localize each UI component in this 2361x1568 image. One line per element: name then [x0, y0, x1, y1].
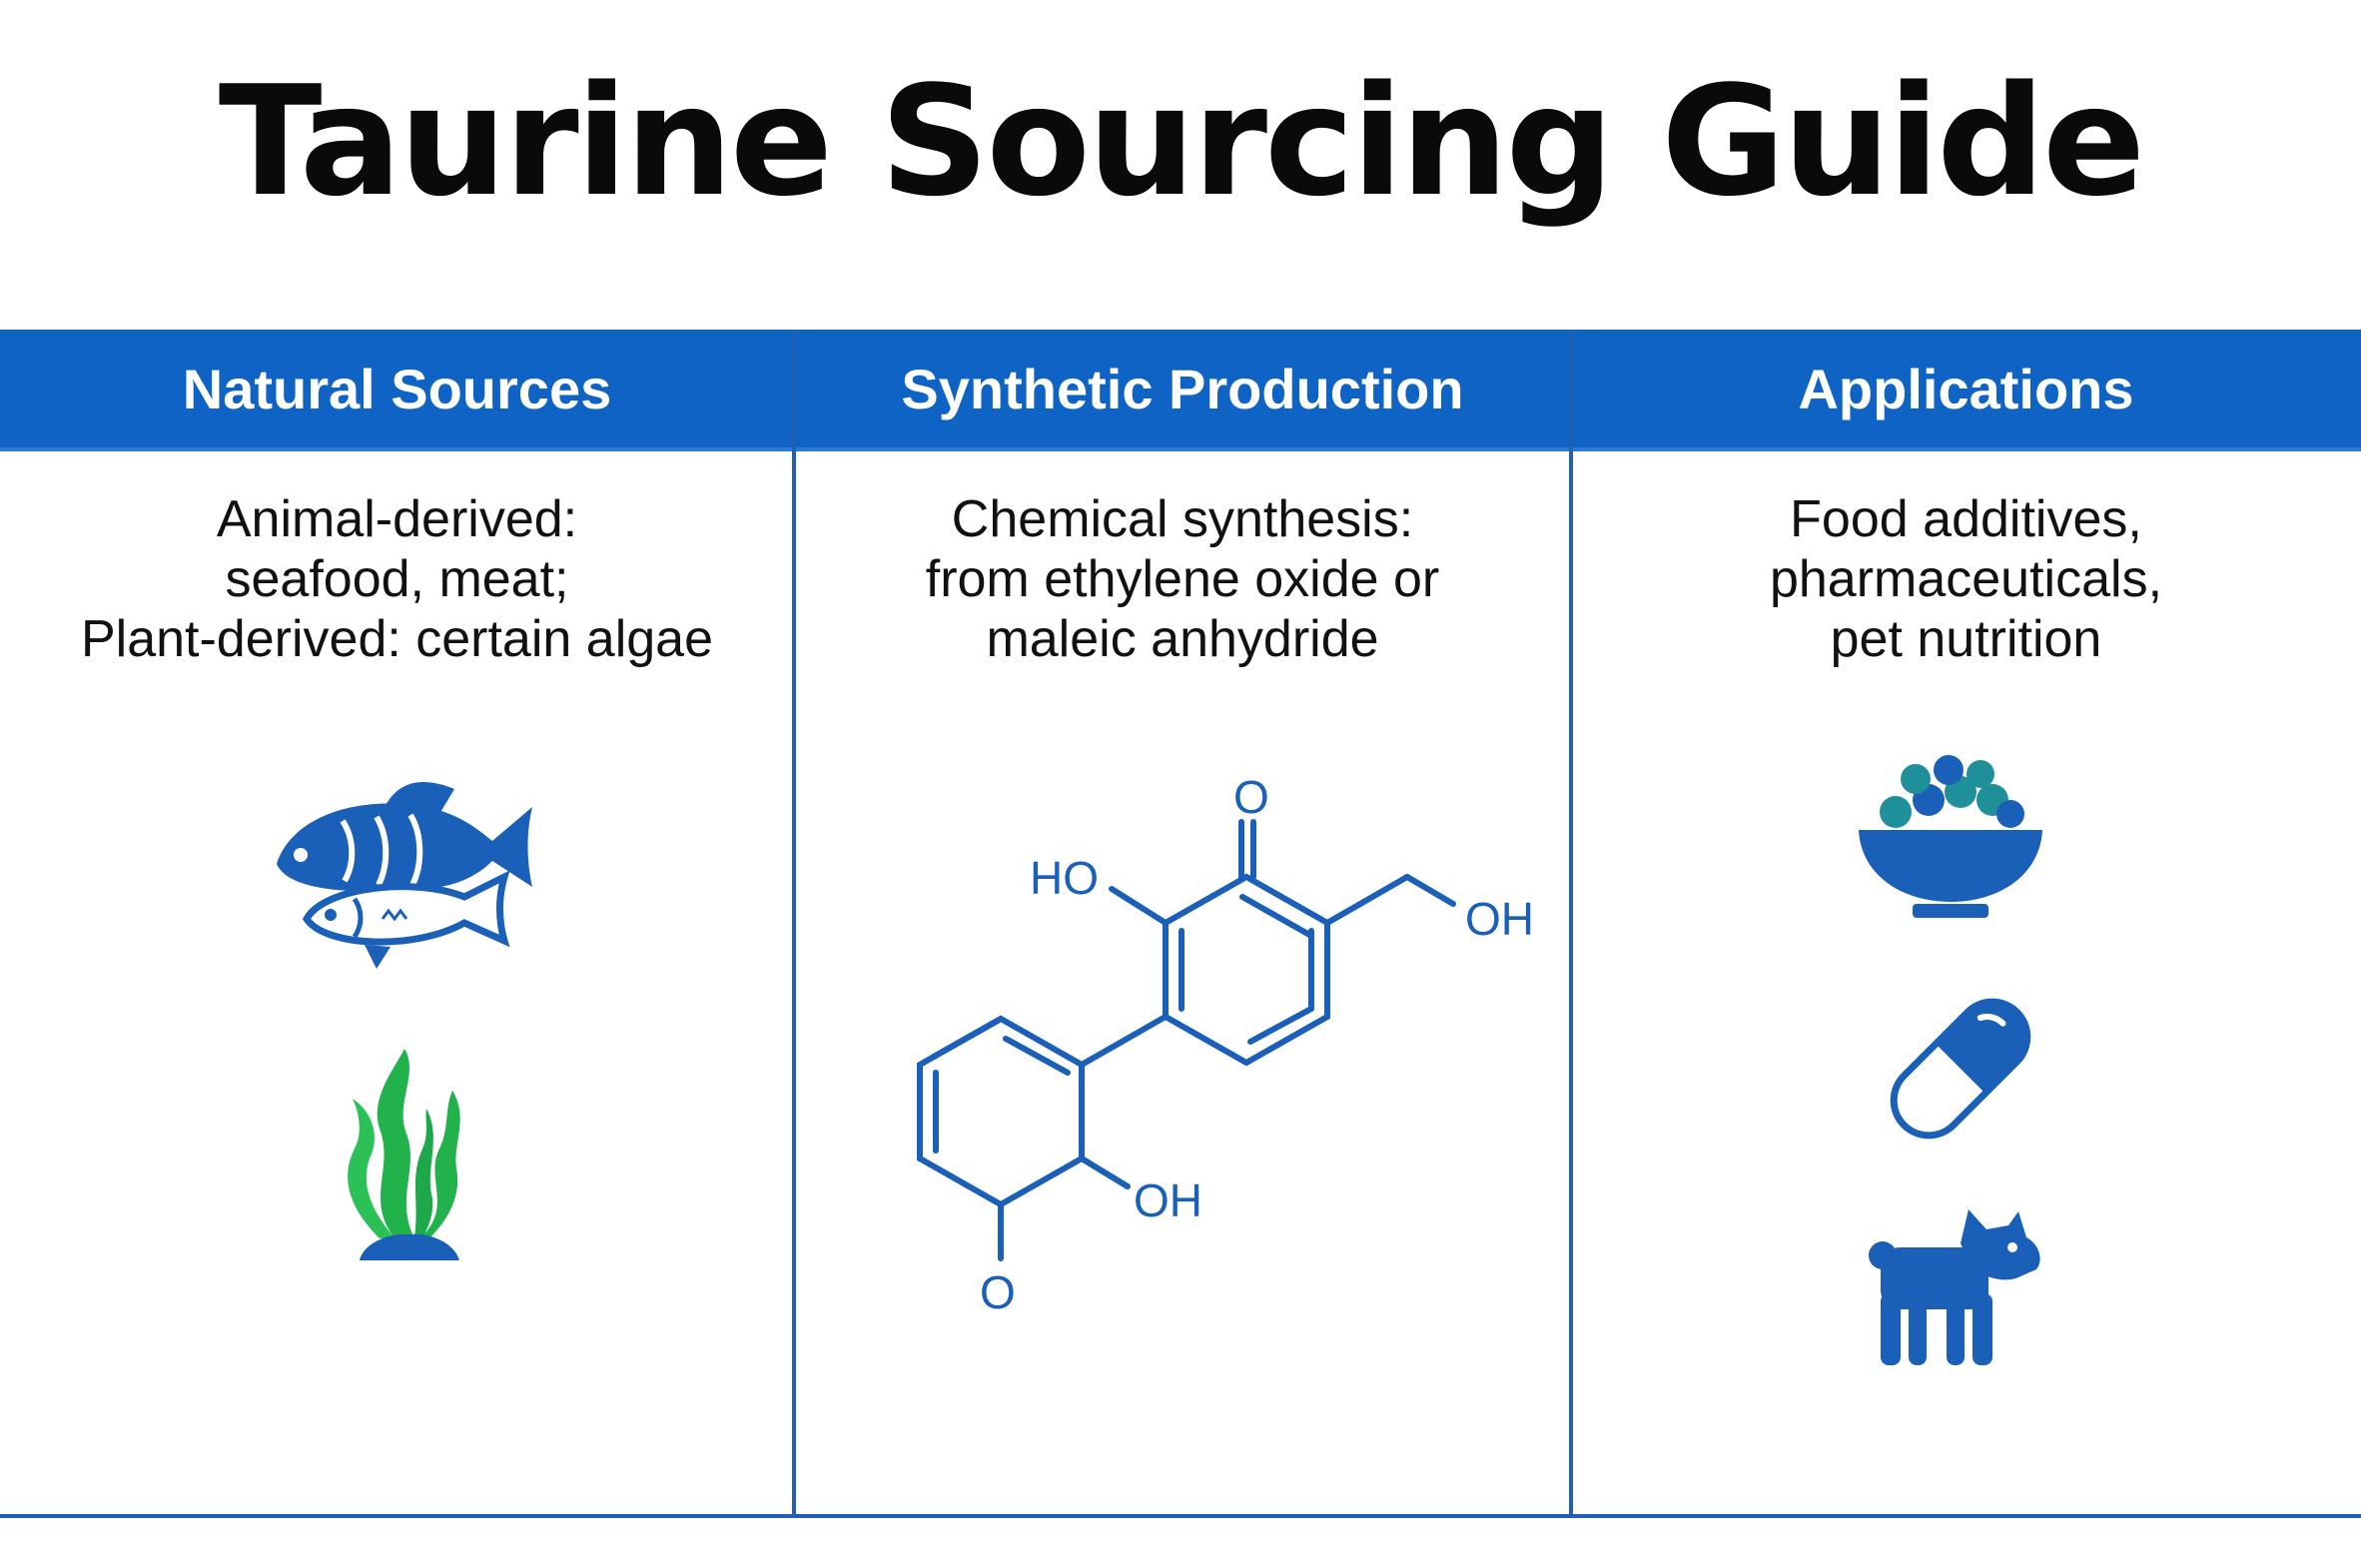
column-synthetic-production: Synthetic Production Chemical synthesis:…: [794, 330, 1571, 1518]
capsule-icon: [1890, 998, 2031, 1140]
molecule-label: O: [980, 1266, 1016, 1318]
column-description: Animal-derived: seafood, meat; Plant-der…: [0, 489, 794, 669]
column-divider: [1569, 330, 1573, 1518]
column-divider: [792, 330, 796, 1518]
column-header: Applications: [1571, 330, 2361, 451]
description-line: pharmaceuticals,: [1769, 550, 2163, 608]
description-line: Chemical synthesis:: [951, 490, 1414, 548]
description-line: Food additives,: [1790, 490, 2142, 548]
column-description: Food additives, pharmaceuticals, pet nut…: [1571, 489, 2361, 669]
molecule-label: OH: [1134, 1175, 1202, 1226]
page-title: Taurine Sourcing Guide: [218, 53, 2145, 230]
description-line: Animal-derived:: [216, 490, 578, 548]
description-line: Plant-derived: certain algae: [80, 610, 714, 668]
description-line: pet nutrition: [1830, 610, 2102, 668]
sourcing-table: Natural Sources Animal-derived: seafood,…: [0, 330, 2361, 1518]
description-line: seafood, meat;: [225, 550, 569, 608]
description-line: maleic anhydride: [986, 610, 1379, 668]
table-bottom-border: [0, 1514, 2361, 1518]
molecule-diagram: O HO OH OH O: [917, 771, 1534, 1318]
column-applications: Applications Food additives, pharmaceuti…: [1571, 330, 2361, 1518]
fish-icon: [277, 782, 532, 969]
food-bowl-icon: [1859, 755, 2042, 918]
column-description: Chemical synthesis: from ethylene oxide …: [794, 489, 1571, 669]
description-line: from ethylene oxide or: [925, 550, 1440, 608]
column-natural-sources: Natural Sources Animal-derived: seafood,…: [0, 330, 794, 1518]
column-header: Natural Sources: [0, 330, 794, 451]
column-header: Synthetic Production: [794, 330, 1571, 451]
molecule-label: OH: [1465, 893, 1534, 945]
molecule-label: O: [1233, 771, 1269, 823]
seaweed-icon: [348, 1049, 460, 1260]
molecule-label: HO: [1030, 852, 1099, 904]
dog-icon: [1869, 1209, 2040, 1365]
